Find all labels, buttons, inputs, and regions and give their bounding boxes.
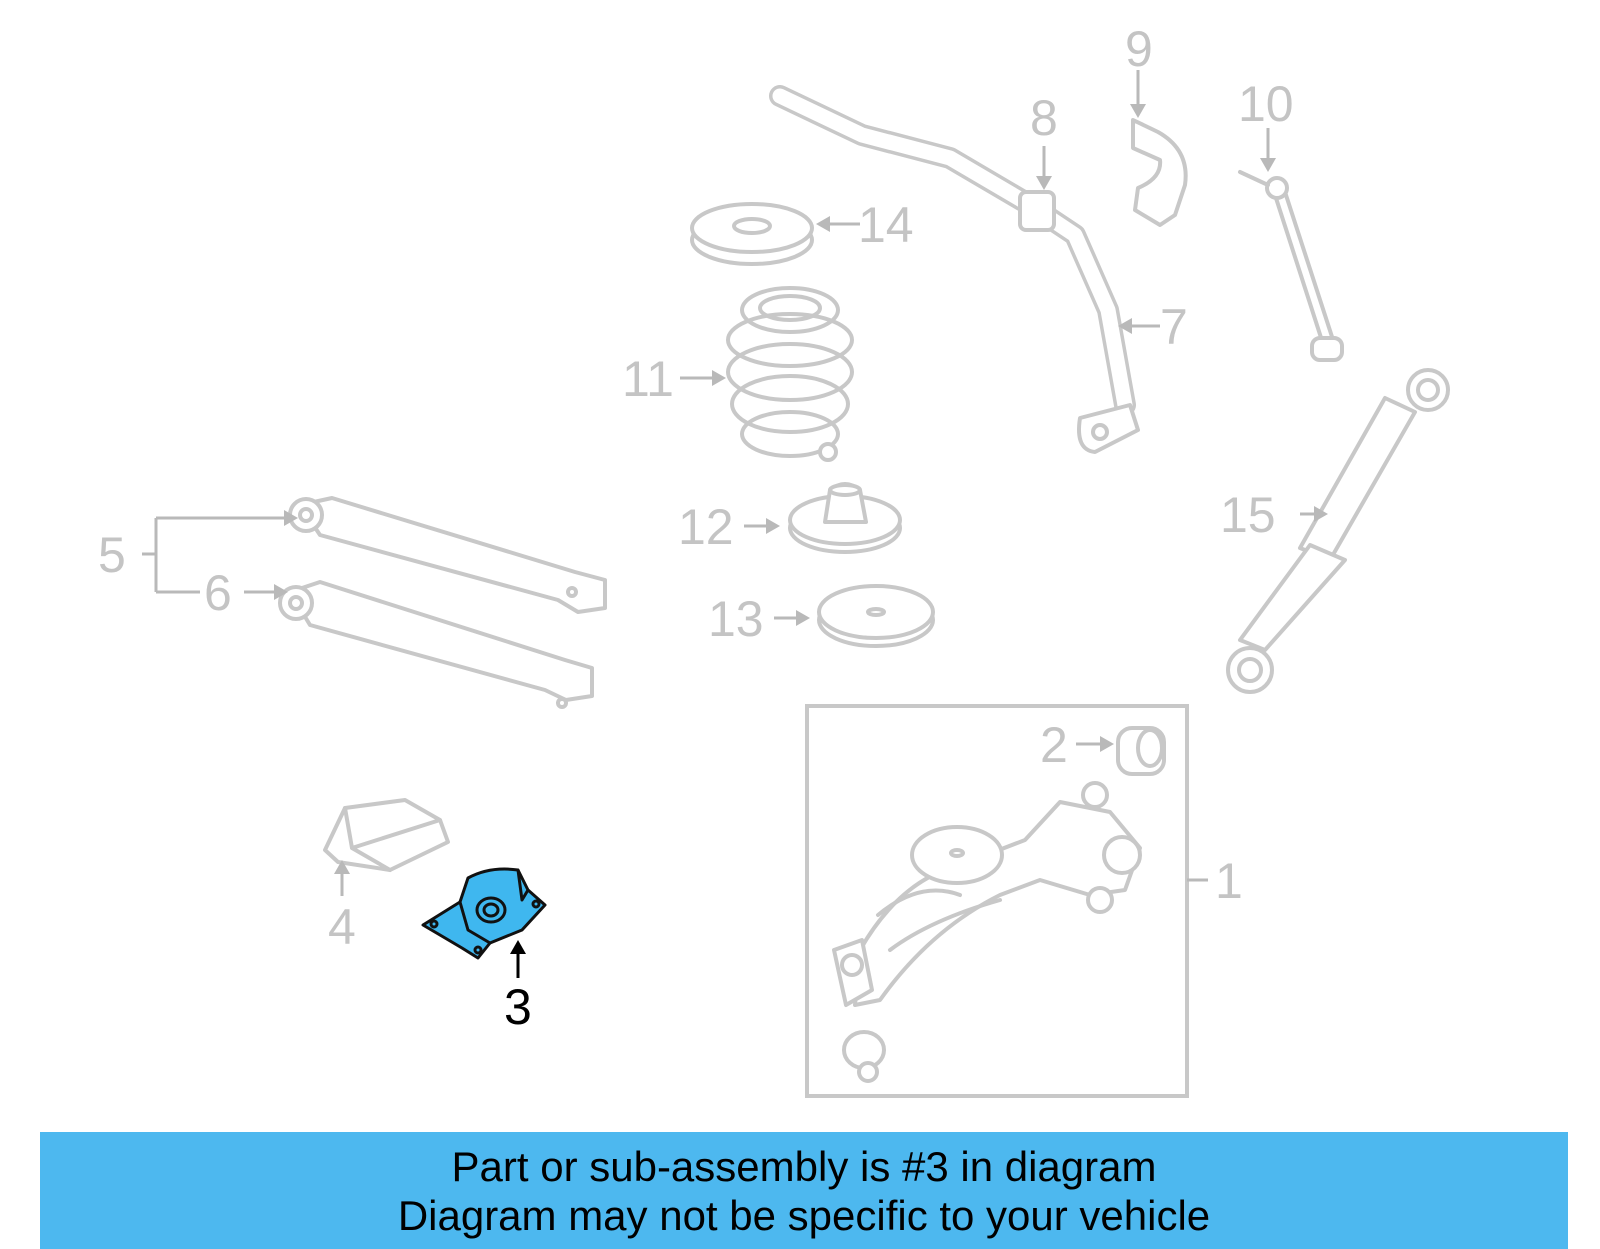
- info-banner: Part or sub-assembly is #3 in diagram Di…: [40, 1132, 1568, 1249]
- callout-6: 6: [204, 565, 232, 621]
- callout-12: 12: [678, 499, 734, 555]
- callout-11: 11: [622, 351, 674, 407]
- stabilizer-bushing: [1018, 190, 1056, 232]
- coil-spring: [726, 286, 854, 462]
- callout-10: 10: [1238, 76, 1294, 132]
- callout-2: 2: [1040, 717, 1068, 773]
- banner-line-1: Part or sub-assembly is #3 in diagram: [451, 1143, 1157, 1190]
- callout-labels: 9 8 10 14 7 11 12 13 15 5 6 2 1 4 3: [98, 21, 1294, 1035]
- callout-3: 3: [504, 979, 532, 1035]
- callout-7: 7: [1160, 299, 1188, 355]
- stabilizer-link: [1238, 170, 1344, 362]
- spring-upper-insulator: [690, 202, 814, 266]
- spring-pad: [817, 584, 935, 648]
- callout-1: 1: [1215, 853, 1243, 909]
- highlighted-part-3: [421, 867, 547, 960]
- callout-leaders: [142, 70, 1328, 978]
- stabilizer-bracket: [1131, 118, 1188, 227]
- part-1-box: [805, 704, 1189, 1098]
- callout-5: 5: [98, 527, 126, 583]
- upper-control-arm: [288, 496, 607, 614]
- callout-4: 4: [328, 899, 356, 955]
- callout-9: 9: [1125, 21, 1153, 77]
- banner-line-2: Diagram may not be specific to your vehi…: [397, 1192, 1211, 1239]
- callout-8: 8: [1030, 90, 1058, 146]
- callout-13: 13: [708, 591, 764, 647]
- crossmember-cover: [323, 798, 450, 872]
- stabilizer-bar: [769, 85, 1140, 454]
- shock-absorber: [1226, 368, 1450, 694]
- knuckle-bushing: [1116, 726, 1166, 776]
- callout-15: 15: [1220, 487, 1276, 543]
- spring-lower-insulator: [788, 482, 902, 554]
- lower-control-arm: [278, 580, 594, 709]
- callout-14: 14: [858, 197, 914, 253]
